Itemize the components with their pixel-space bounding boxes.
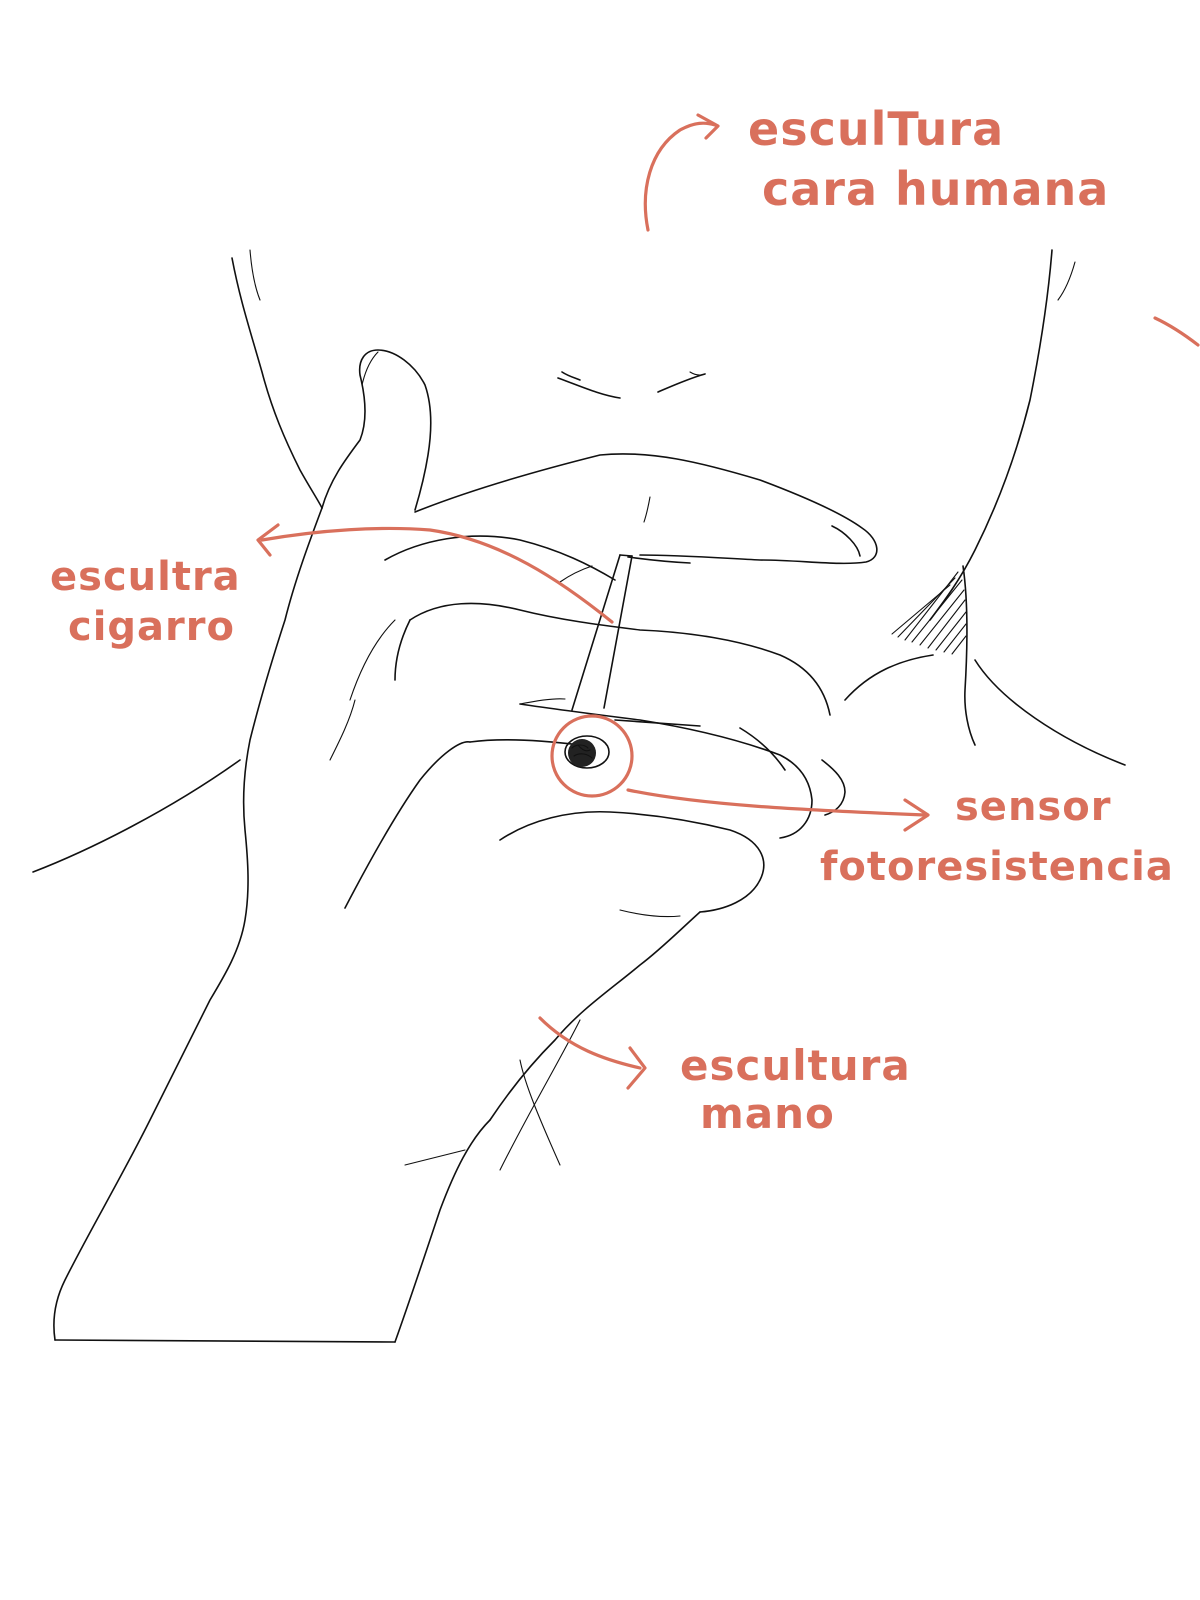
label-cigar-line-1: escultra: [50, 554, 241, 600]
label-cigar: escultra cigarro: [50, 554, 241, 650]
label-face: esculTura cara humana: [748, 102, 1109, 216]
label-sensor-line-2: fotoresistencia: [820, 844, 1174, 890]
label-hand-line-2: mano: [700, 1089, 835, 1138]
label-face-line-1: esculTura: [748, 102, 1004, 156]
label-sensor: sensor fotoresistencia: [820, 784, 1174, 890]
cigarette-drawing: [564, 554, 633, 769]
sensor-annotation-arrow: [550, 714, 930, 832]
cigarette-ember: [568, 739, 596, 767]
neck-shadow: [891, 571, 967, 655]
face-outline: [32, 249, 1126, 873]
cigar-annotation-arrow: [256, 523, 614, 624]
label-face-line-2: cara humana: [762, 162, 1109, 216]
label-sensor-line-1: sensor: [955, 784, 1111, 830]
face-annotation-arrow: [643, 113, 720, 232]
label-hand-line-1: escultura: [680, 1041, 911, 1090]
edge-annotation-arrow: [1153, 316, 1200, 347]
label-cigar-line-2: cigarro: [68, 604, 235, 650]
hand-annotation-arrow: [538, 1016, 647, 1090]
label-hand: escultura mano: [680, 1041, 911, 1138]
hand-drawing: [53, 349, 878, 1343]
